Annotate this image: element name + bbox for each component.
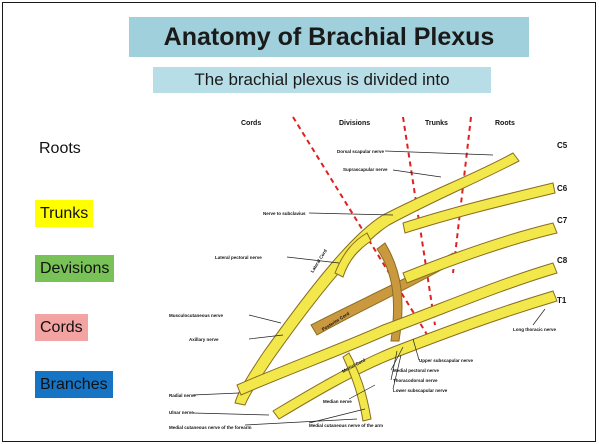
- nerve-label: Medial cutaneous nerve of the forearm: [169, 425, 252, 430]
- header-cords: Cords: [241, 120, 261, 127]
- nerve-label: Suprascapular nerve: [343, 167, 388, 172]
- nerve-label: Nerve to subclavius: [263, 211, 306, 216]
- header-trunks: Trunks: [425, 120, 448, 127]
- nerve-label: Radial nerve: [169, 393, 196, 398]
- nerve-label: Thoracodorsal nerve: [393, 378, 438, 383]
- nerve-label: Ulnar nerve: [169, 410, 194, 415]
- trunks-label: Trunks: [35, 200, 93, 227]
- nerve-label: Dorsal scapular nerve: [337, 149, 385, 154]
- root-label-t1: T1: [557, 296, 567, 305]
- nerve-label: Upper subscapular nerve: [419, 358, 474, 363]
- nerve-label: Axillary nerve: [189, 337, 219, 342]
- root-label-c7: C7: [557, 216, 568, 225]
- root-label-c8: C8: [557, 256, 568, 265]
- roots-label: Roots: [39, 140, 81, 158]
- header-divisions: Divisions: [339, 120, 370, 127]
- nerve-label: Lateral pectoral nerve: [215, 255, 262, 260]
- nerve-label: Lower subscapular nerve: [393, 388, 448, 393]
- branches-label: Branches: [35, 371, 113, 398]
- slide-subtitle: The brachial plexus is divided into: [153, 67, 491, 93]
- nerve-label: Medial cutaneous nerve of the arm: [309, 423, 383, 428]
- cords-label: Cords: [35, 314, 88, 341]
- nerve-label: Long thoracic nerve: [513, 327, 557, 332]
- nerve-label: Musculocutaneous nerve: [169, 313, 224, 318]
- nerve-label: Medial pectoral nerve: [393, 368, 440, 373]
- root-label-c5: C5: [557, 141, 568, 150]
- header-roots: Roots: [495, 120, 515, 127]
- slide-title: Anatomy of Brachial Plexus: [129, 17, 529, 57]
- divisions-label: Devisions: [35, 255, 114, 282]
- brachial-plexus-diagram: Cords Divisions Trunks Roots Lateral Cor…: [153, 103, 593, 441]
- root-label-c6: C6: [557, 184, 568, 193]
- nerve-label: Median nerve: [323, 399, 352, 404]
